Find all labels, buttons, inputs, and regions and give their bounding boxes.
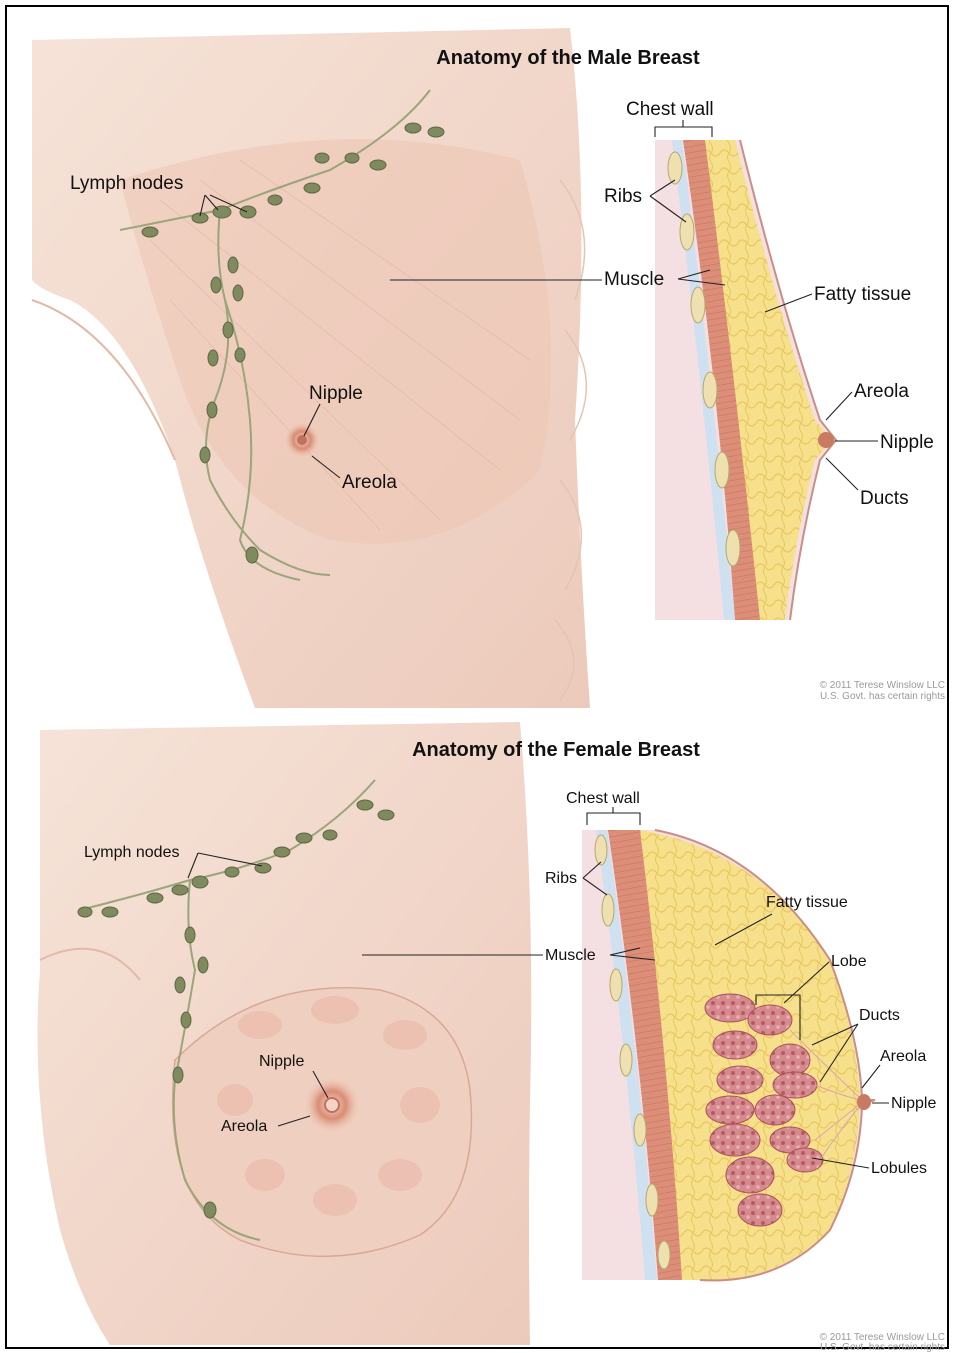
- female-side-nipple: [857, 1094, 871, 1110]
- male-side-nipple: [818, 432, 834, 448]
- male-nipple: [297, 435, 307, 445]
- female-label-areola-side: Areola: [880, 1048, 926, 1065]
- female-label-muscle: Muscle: [545, 947, 596, 964]
- male-label-nipple-front: Nipple: [309, 383, 363, 404]
- female-label-ribs: Ribs: [545, 870, 577, 887]
- female-label-nipple-side: Nipple: [891, 1095, 936, 1112]
- female-label-lobe: Lobe: [831, 953, 867, 970]
- male-label-fatty-tissue: Fatty tissue: [814, 284, 911, 305]
- male-label-chest-wall: Chest wall: [626, 99, 714, 120]
- male-label-areola-front: Areola: [342, 472, 397, 493]
- female-copyright-line2: U.S. Govt. has certain rights: [820, 1342, 945, 1353]
- female-label-lobules: Lobules: [871, 1160, 927, 1177]
- male-copyright-line1: © 2011 Terese Winslow LLC: [820, 680, 945, 691]
- male-title: Anatomy of the Male Breast: [436, 47, 700, 69]
- female-label-fatty-tissue: Fatty tissue: [766, 894, 848, 911]
- female-label-chest-wall: Chest wall: [566, 790, 640, 807]
- female-label-nipple-front: Nipple: [259, 1053, 304, 1070]
- male-label-lymph-nodes: Lymph nodes: [70, 173, 183, 194]
- female-title: Anatomy of the Female Breast: [412, 739, 700, 761]
- male-label-nipple-side: Nipple: [880, 432, 934, 453]
- male-label-ribs: Ribs: [604, 186, 642, 207]
- male-copyright-line2: U.S. Govt. has certain rights: [820, 691, 945, 702]
- female-nipple: [325, 1098, 339, 1112]
- male-label-ducts: Ducts: [860, 488, 909, 509]
- male-label-muscle: Muscle: [604, 269, 664, 290]
- female-label-lymph-nodes: Lymph nodes: [84, 844, 179, 861]
- male-label-areola-side: Areola: [854, 381, 909, 402]
- female-label-ducts: Ducts: [859, 1007, 900, 1024]
- female-label-areola-front: Areola: [221, 1118, 267, 1135]
